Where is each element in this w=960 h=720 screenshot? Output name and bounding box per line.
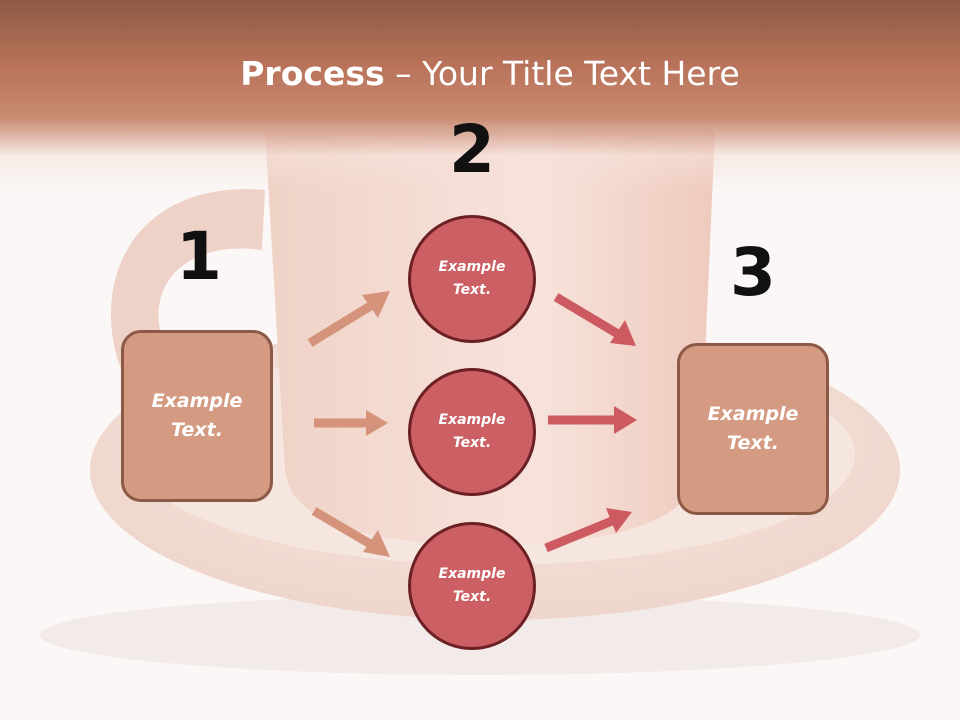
step-box-1: Example Text. <box>121 330 273 502</box>
arrow-down-left <box>311 507 390 557</box>
step-number-2: 2 <box>449 111 495 188</box>
step-number-1: 1 <box>176 218 222 295</box>
step-number-3: 3 <box>730 234 776 311</box>
arrow-middle-right <box>548 406 637 434</box>
step-box-3: Example Text. <box>677 343 829 515</box>
arrow-down-right <box>553 293 636 346</box>
circle-middle: Example Text. <box>408 368 536 496</box>
circle-middle-text: Example Text. <box>438 412 506 451</box>
circle-top: Example Text. <box>408 215 536 343</box>
step-box-3-text: Example Text. <box>707 403 799 454</box>
step-box-1-text: Example Text. <box>151 390 243 441</box>
title-banner <box>0 0 960 190</box>
title-rest: – Your Title Text Here <box>384 54 740 93</box>
arrow-up-left <box>307 291 390 347</box>
arrow-middle-left <box>314 410 388 436</box>
title-bold: Process <box>240 54 385 93</box>
arrow-up-right <box>544 508 632 553</box>
circle-bottom: Example Text. <box>408 522 536 650</box>
circle-top-text: Example Text. <box>438 259 506 298</box>
page-title: Process – Your Title Text Here <box>0 52 960 96</box>
circle-bottom-text: Example Text. <box>438 566 506 605</box>
